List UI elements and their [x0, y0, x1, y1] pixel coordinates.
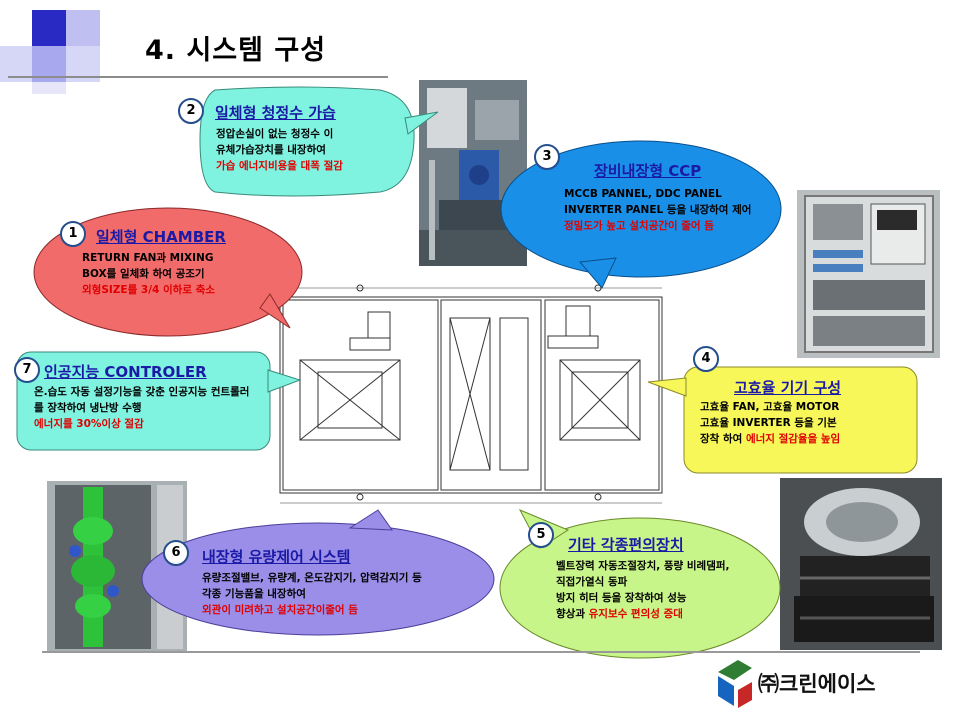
header-rule: [8, 76, 388, 78]
callout-4-body: 고효율 FAN, 고효율 MOTOR 고효율 INVERTER 등을 기본 장착…: [700, 401, 841, 445]
page-title: 4. 시스템 구성: [145, 35, 327, 66]
callout-7-title: 인공지능 CONTROLER: [44, 363, 207, 381]
callout-3-bubble: [500, 140, 782, 278]
callout-3-body: MCCB PANNEL, DDC PANEL INVERTER PANEL 등을…: [564, 188, 752, 232]
callout-3-badge: 3: [534, 144, 560, 170]
callout-4-badge: 4: [693, 346, 719, 372]
fan-motor-photo: [780, 478, 942, 650]
callout-2-badge: 2: [178, 98, 204, 124]
control-panel-photo: [797, 190, 940, 358]
callout-6-body: 유량조절밸브, 유량계, 온도감지기, 압력감지기 등 각종 기능품을 내장하여…: [202, 572, 422, 616]
ahu-drawing: [279, 284, 663, 504]
callout-1-body: RETURN FAN과 MIXING BOX를 일체화 하여 공조기 외형SIZ…: [82, 252, 215, 296]
callout-3-title: 장비내장형 CCP: [594, 162, 702, 180]
header-square-dark: [32, 10, 66, 46]
callout-5-title: 기타 각종편의장치: [568, 536, 684, 554]
callout-6-bubble: [141, 522, 495, 636]
callout-1-title: 일체형 CHAMBER: [96, 228, 226, 246]
company-logo-text: ㈜크린에이스: [758, 672, 876, 696]
callout-6-title: 내장형 유량제어 시스템: [202, 548, 351, 566]
header-square-light: [32, 82, 66, 94]
callout-7-body: 온.습도 자동 설정기능을 갖춘 인공지능 컨트롤러를 장착하여 냉난방 수행 …: [34, 386, 250, 430]
callout-1-badge: 1: [60, 221, 86, 247]
callout-7-badge: 7: [14, 357, 40, 383]
callout-6-badge: 6: [163, 540, 189, 566]
callout-2-title: 일체형 청정수 가습: [215, 104, 336, 122]
header-square-light: [66, 10, 100, 46]
callout-2-body: 정압손실이 없는 청정수 이 유체가습장치를 내장하여 가습 에너지비용을 대폭…: [216, 128, 343, 172]
callout-4-title: 고효율 기기 구성: [734, 379, 842, 397]
callout-1-bubble: [33, 207, 303, 337]
callout-5-bubble: [499, 517, 781, 659]
callout-4-bubble: [683, 366, 918, 474]
callout-5-body: 벨트장력 자동조절장치, 풍량 비례댐퍼, 직접가열식 동파 방지 히터 등을 …: [556, 560, 730, 620]
callout-5-badge: 5: [528, 522, 554, 548]
callout-7-bubble: [16, 351, 271, 451]
humidifier-photo: [419, 80, 527, 266]
callout-2-bubble: [199, 86, 415, 197]
cleanace-logo-icon: [718, 660, 752, 708]
